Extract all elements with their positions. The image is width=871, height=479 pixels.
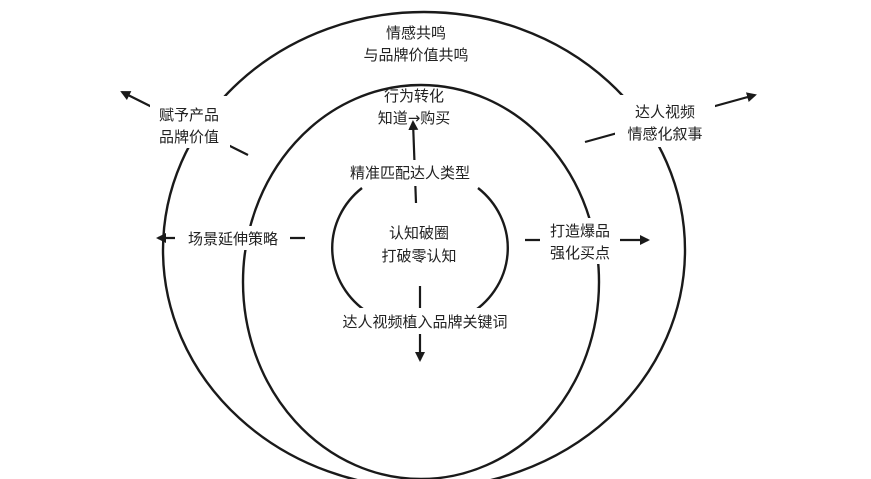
right-line1: 打造爆品 [550,222,610,240]
middle-ring [241,83,601,479]
middle-top-line2: 知道→购买 [378,109,451,127]
outer-top-line2: 与品牌价值共鸣 [363,46,468,64]
top-right-line2: 情感化叙事 [627,125,702,143]
inner-ring-left-arc [331,187,373,317]
center-line2: 打破零认知 [381,247,456,265]
right-line2: 强化买点 [550,244,610,262]
outer-top-line1: 情感共鸣 [386,24,446,42]
inner-bottom-label: 达人视频植入品牌关键词 [342,313,507,331]
inner-ring-right-arc [467,187,509,317]
middle-top-line1: 行为转化 [384,87,444,105]
center-line1: 认知破圈 [389,224,449,242]
left-label: 场景延伸策略 [188,230,278,248]
top-left-line1: 赋予产品 [159,106,219,124]
outer-ring [161,10,687,479]
top-right-line1: 达人视频 [635,103,695,121]
inner-top-label: 精准匹配达人类型 [350,164,470,182]
top-left-line2: 品牌价值 [159,128,219,146]
